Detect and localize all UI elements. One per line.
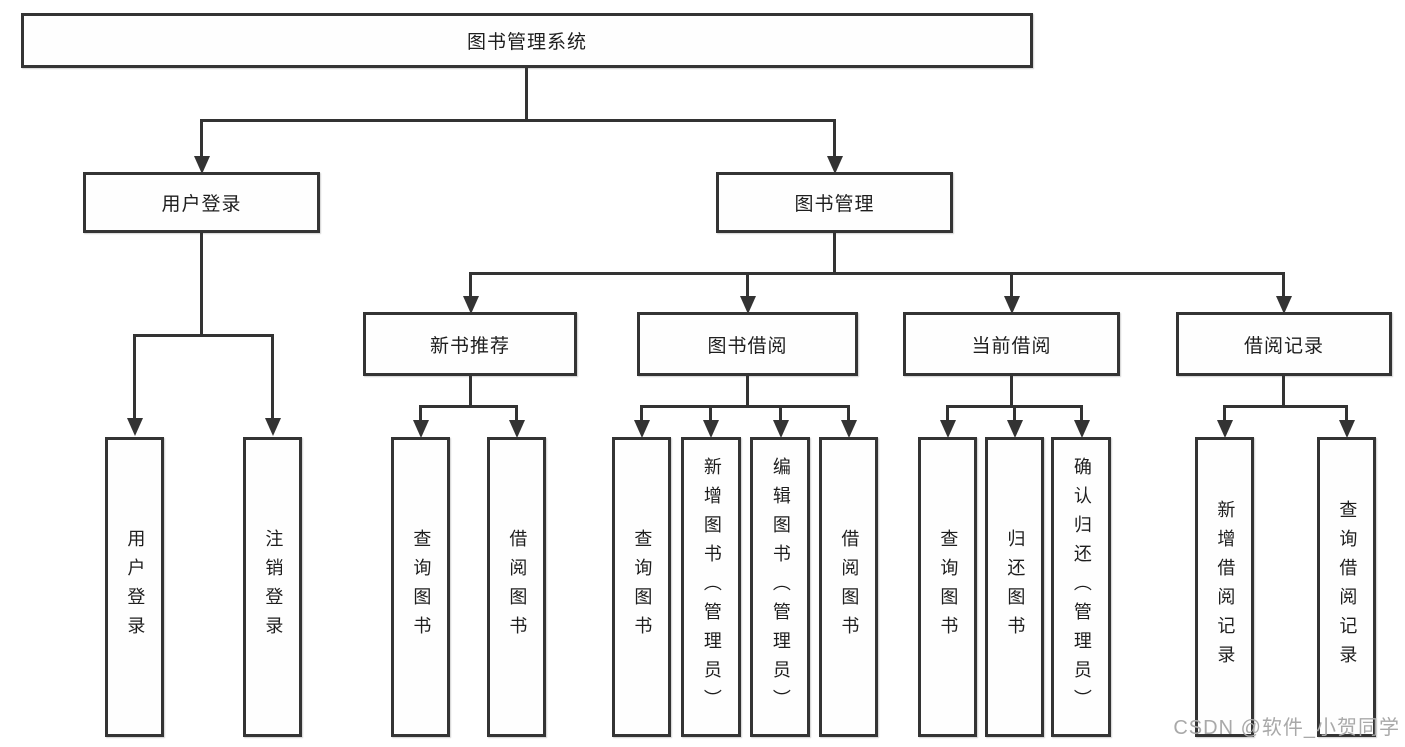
leaf-nbr-query-books-label: 查询图书 <box>411 529 432 645</box>
node-book-management: 图书管理 <box>716 172 953 233</box>
arrowhead-down-icon <box>773 420 789 438</box>
arrowhead-down-icon <box>463 296 479 314</box>
node-book-management-label: 图书管理 <box>794 194 875 215</box>
leaf-br-add-borrow-record-label: 新增借阅记录 <box>1215 500 1236 674</box>
connector-br-stem <box>1282 376 1285 408</box>
connector-root-bar <box>200 119 836 122</box>
node-book-borrowing-label: 图书借阅 <box>707 335 788 357</box>
leaf-user-login: 用户登录 <box>105 437 164 737</box>
connector-book-mgmt-stem <box>833 233 836 275</box>
connector-bb-stem <box>746 376 749 408</box>
arrowhead-down-icon <box>1276 296 1292 314</box>
connector-bb-bar <box>640 405 849 408</box>
leaf-cb-confirm-return-admin: 确认归还（管理员） <box>1051 437 1111 737</box>
leaf-bb-query-books: 查询图书 <box>612 437 671 737</box>
leaf-bb-edit-books-admin-label: 编辑图书（管理员） <box>770 456 791 718</box>
arrowhead-down-icon <box>413 420 429 438</box>
connector-nbr-bar <box>419 405 518 408</box>
leaf-bb-query-books-label: 查询图书 <box>632 529 653 645</box>
node-user-login: 用户登录 <box>83 172 320 233</box>
connector-root-drop-left <box>200 119 203 158</box>
connector-book-mgmt-drop-1 <box>469 272 472 298</box>
arrowhead-down-icon <box>1217 420 1233 438</box>
connector-user-login-drop-1 <box>133 334 136 420</box>
connector-bb-drop-1 <box>640 405 643 422</box>
node-root-label: 图书管理系统 <box>466 32 587 53</box>
arrowhead-down-icon <box>1074 420 1090 438</box>
connector-root-drop-right <box>833 119 836 158</box>
connector-cb-stem <box>1010 376 1013 408</box>
connector-root-stem <box>525 68 528 122</box>
watermark-text: CSDN @软件_小贺同学 <box>1173 717 1400 739</box>
connector-nbr-stem <box>469 376 472 408</box>
node-user-login-label: 用户登录 <box>161 194 242 215</box>
leaf-nbr-borrow-books: 借阅图书 <box>487 437 546 737</box>
leaf-user-login-label: 用户登录 <box>125 529 146 645</box>
arrowhead-down-icon <box>827 156 843 174</box>
leaf-br-query-borrow-record: 查询借阅记录 <box>1317 437 1376 737</box>
arrowhead-down-icon <box>265 418 281 436</box>
node-current-borrowing: 当前借阅 <box>903 312 1120 376</box>
leaf-nbr-borrow-books-label: 借阅图书 <box>507 529 528 645</box>
connector-book-mgmt-bar <box>469 272 1285 275</box>
leaf-cb-query-books-label: 查询图书 <box>938 529 959 645</box>
leaf-logout: 注销登录 <box>243 437 302 737</box>
node-root: 图书管理系统 <box>21 13 1033 68</box>
arrowhead-down-icon <box>194 156 210 174</box>
connector-nbr-drop-2 <box>515 405 518 422</box>
node-new-book-recommendation-label: 新书推荐 <box>429 335 510 357</box>
connector-user-login-drop-2 <box>271 334 274 420</box>
connector-user-login-bar <box>133 334 274 337</box>
connector-cb-drop-2 <box>1013 405 1016 422</box>
arrowhead-down-icon <box>940 420 956 438</box>
connector-bb-drop-3 <box>779 405 782 422</box>
connector-book-mgmt-drop-2 <box>746 272 749 298</box>
leaf-bb-edit-books-admin: 编辑图书（管理员） <box>750 437 810 737</box>
leaf-bb-borrow-books: 借阅图书 <box>819 437 878 737</box>
leaf-br-query-borrow-record-label: 查询借阅记录 <box>1337 500 1358 674</box>
arrowhead-down-icon <box>509 420 525 438</box>
arrowhead-down-icon <box>703 420 719 438</box>
connector-cb-drop-1 <box>946 405 949 422</box>
arrowhead-down-icon <box>1007 420 1023 438</box>
arrowhead-down-icon <box>1004 296 1020 314</box>
leaf-cb-query-books: 查询图书 <box>918 437 977 737</box>
leaf-logout-label: 注销登录 <box>263 529 284 645</box>
connector-user-login-stem <box>200 233 203 337</box>
leaf-br-add-borrow-record: 新增借阅记录 <box>1195 437 1254 737</box>
arrowhead-down-icon <box>740 296 756 314</box>
arrowhead-down-icon <box>1339 420 1355 438</box>
leaf-cb-return-books: 归还图书 <box>985 437 1044 737</box>
node-current-borrowing-label: 当前借阅 <box>971 335 1052 357</box>
connector-nbr-drop-1 <box>419 405 422 422</box>
leaf-bb-borrow-books-label: 借阅图书 <box>839 529 860 645</box>
node-book-borrowing: 图书借阅 <box>637 312 858 376</box>
arrowhead-down-icon <box>841 420 857 438</box>
connector-cb-drop-3 <box>1080 405 1083 422</box>
arrowhead-down-icon <box>127 418 143 436</box>
connector-book-mgmt-drop-3 <box>1010 272 1013 298</box>
leaf-bb-add-books-admin: 新增图书（管理员） <box>681 437 741 737</box>
leaf-bb-add-books-admin-label: 新增图书（管理员） <box>701 456 722 718</box>
leaf-cb-confirm-return-admin-label: 确认归还（管理员） <box>1071 456 1092 718</box>
leaf-cb-return-books-label: 归还图书 <box>1005 529 1026 645</box>
node-new-book-recommendation: 新书推荐 <box>363 312 577 376</box>
node-borrowing-records-label: 借阅记录 <box>1243 335 1324 357</box>
connector-br-bar <box>1223 405 1348 408</box>
connector-bb-drop-4 <box>847 405 850 422</box>
connector-book-mgmt-drop-4 <box>1282 272 1285 298</box>
connector-bb-drop-2 <box>709 405 712 422</box>
connector-br-drop-2 <box>1345 405 1348 422</box>
arrowhead-down-icon <box>634 420 650 438</box>
connector-br-drop-1 <box>1223 405 1226 422</box>
node-borrowing-records: 借阅记录 <box>1176 312 1392 376</box>
leaf-nbr-query-books: 查询图书 <box>391 437 450 737</box>
